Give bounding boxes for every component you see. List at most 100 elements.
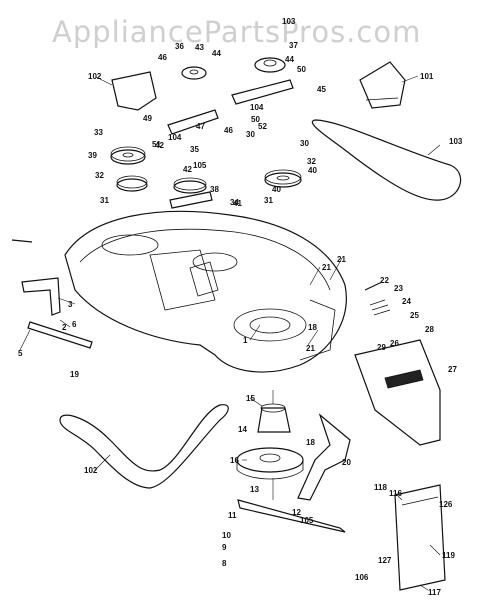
callout-label: 36 <box>175 42 184 51</box>
callout-label: 117 <box>428 588 441 597</box>
callout-label: 11 <box>228 511 237 520</box>
callout-label: 13 <box>250 485 259 494</box>
bolt-116 <box>11 239 33 243</box>
pulley-37 <box>254 57 286 73</box>
callout-label: 104 <box>168 133 182 142</box>
callout-label: 14 <box>238 425 247 434</box>
callout-label: 8 <box>222 559 227 568</box>
baffle-20 <box>297 413 351 501</box>
callout-label: 42 <box>183 165 192 174</box>
callout-label: 27 <box>448 365 457 374</box>
callout-label: 127 <box>378 556 392 565</box>
callout-label: 41 <box>233 199 242 208</box>
callout-label: 45 <box>317 85 326 94</box>
guard-101 <box>394 484 446 591</box>
callout-label: 20 <box>342 458 351 467</box>
spring-assembly <box>364 281 391 316</box>
callout-label: 31 <box>100 196 109 205</box>
callout-label: 18 <box>306 438 315 447</box>
callout-label: 119 <box>442 551 455 560</box>
callout-label: 126 <box>439 500 453 509</box>
spindle-14 <box>257 390 291 500</box>
callout-label: 44 <box>285 55 294 64</box>
callout-label: 47 <box>196 122 205 131</box>
callout-label: 44 <box>212 49 221 58</box>
callout-label: 21 <box>322 263 331 272</box>
callout-label: 103 <box>449 137 463 146</box>
callout-label: 38 <box>210 185 219 194</box>
pulley-32-right <box>264 169 302 188</box>
callout-label: 42 <box>155 141 164 150</box>
callout-label: 33 <box>94 128 103 137</box>
callout-label: 3 <box>68 300 73 309</box>
callout-label: 18 <box>308 323 317 332</box>
idler-bracket-38 <box>169 191 213 209</box>
callout-label: 39 <box>88 151 97 160</box>
callout-label: 105 <box>300 516 314 525</box>
pulley-39 <box>110 146 146 165</box>
callout-label: 21 <box>337 255 346 264</box>
callout-label: 40 <box>308 166 317 175</box>
belt-guard-45 <box>359 61 406 109</box>
pulley-center <box>173 177 207 194</box>
callout-label: 5 <box>18 349 23 358</box>
pulley-16 <box>236 447 304 480</box>
callout-label: 34 <box>230 198 239 207</box>
callout-label: 21 <box>306 344 315 353</box>
watermark-text: AppliancePartsPros.com <box>52 15 421 49</box>
callout-label: 10 <box>222 531 231 540</box>
callout-label: 25 <box>410 311 419 320</box>
discharge-chute-27 <box>354 339 441 446</box>
callout-label: 30 <box>300 139 309 148</box>
callout-label: 105 <box>193 161 207 170</box>
pulley-32-left <box>116 175 148 192</box>
callout-label: 37 <box>289 41 298 50</box>
callout-label: 2 <box>62 323 67 332</box>
callout-label: 22 <box>380 276 389 285</box>
leader-lines <box>19 75 441 591</box>
callout-label: 104 <box>250 103 264 112</box>
callout-label: 9 <box>222 543 227 552</box>
callout-label: 102 <box>84 466 98 475</box>
callout-label: 24 <box>402 297 411 306</box>
callout-label: 50 <box>251 115 260 124</box>
callout-label: 101 <box>420 72 434 81</box>
lift-link-6 <box>27 321 93 349</box>
blade-11 <box>237 499 346 533</box>
mower-deck-housing <box>64 210 347 373</box>
callout-label: 52 <box>258 122 267 131</box>
callout-label: 102 <box>88 72 102 81</box>
callout-label: 46 <box>158 53 167 62</box>
belt-guard-46 <box>111 71 157 111</box>
callout-label: 43 <box>195 43 204 52</box>
callout-label: 50 <box>297 65 306 74</box>
belt-48 <box>59 404 229 489</box>
callout-label: 46 <box>224 126 233 135</box>
belt-47 <box>311 119 462 201</box>
callout-label: 35 <box>190 145 199 154</box>
callout-label: 31 <box>264 196 273 205</box>
callout-label: 23 <box>394 284 403 293</box>
callout-label: 40 <box>272 185 281 194</box>
callout-label: 1 <box>243 336 248 345</box>
callout-label: 49 <box>143 114 152 123</box>
callout-label: 32 <box>307 157 316 166</box>
callout-label: 106 <box>355 573 369 582</box>
idler-arm-43 <box>231 79 294 105</box>
callout-label: 28 <box>425 325 434 334</box>
callout-label: 32 <box>95 171 104 180</box>
bracket-3 <box>21 277 61 316</box>
callout-label: 26 <box>390 339 399 348</box>
pulley-127 <box>181 66 207 80</box>
callout-label: 6 <box>72 320 77 329</box>
idler-arm-42 <box>167 109 219 135</box>
callout-label: 29 <box>377 343 386 352</box>
callout-label: 12 <box>292 508 301 517</box>
callout-label: 51 <box>152 140 161 149</box>
callout-label: 103 <box>282 17 296 26</box>
callout-label: 118 <box>374 483 387 492</box>
callout-label: 16 <box>230 456 239 465</box>
callout-label: 19 <box>70 370 79 379</box>
callout-label: 30 <box>246 130 255 139</box>
